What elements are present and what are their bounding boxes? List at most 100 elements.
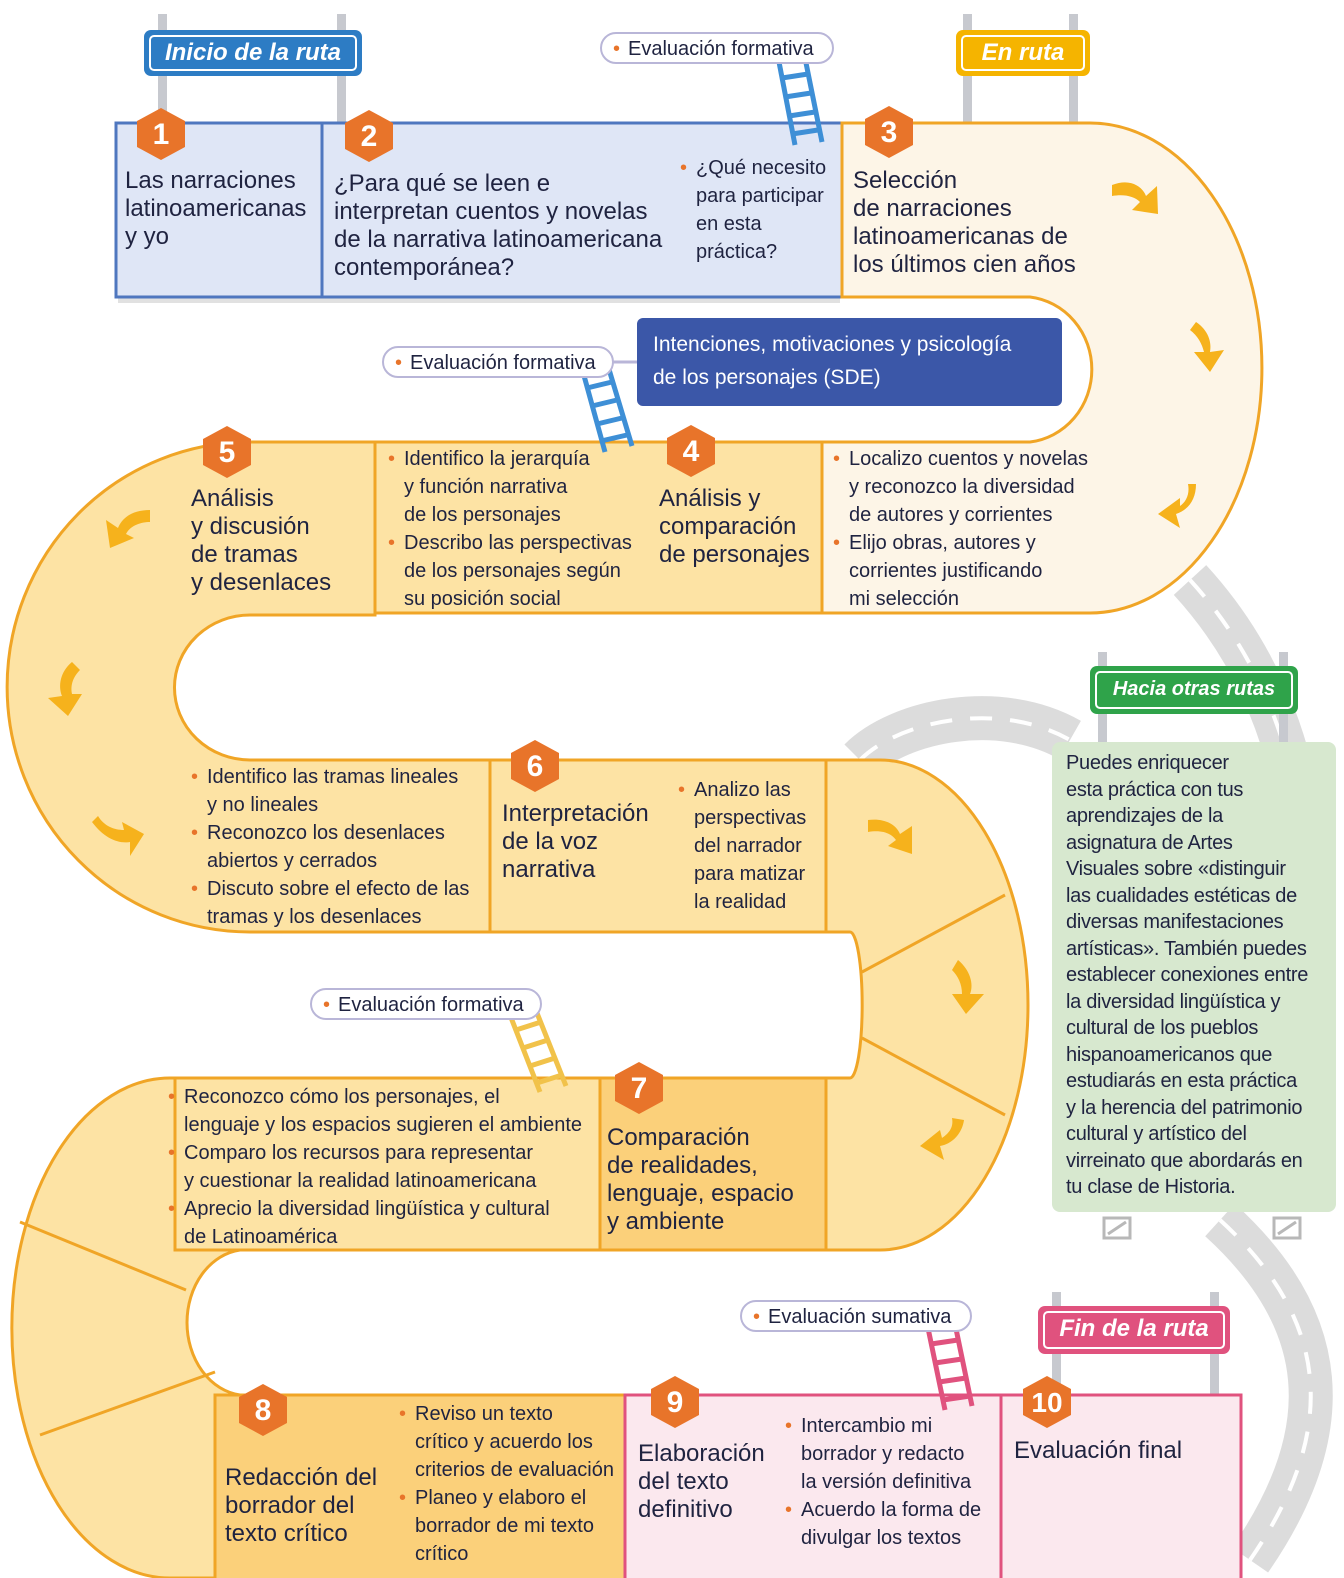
step-9-bullets: Intercambio mi borrador y redacto la ver… [783,1412,981,1552]
title-line: Las narraciones [125,167,296,194]
sign-label: Fin de la ruta [1043,1311,1225,1349]
ladder-pink [925,1323,975,1411]
title-line: Redacción del [225,1464,378,1491]
title-line: y ambiente [607,1208,725,1235]
step-2-question: ¿Qué necesito para participar en esta pr… [678,154,826,266]
step-5-bullets: Identifico las tramas lineales y no line… [189,763,469,931]
title-line: de la voz [502,828,599,855]
step-number: 7 [630,1072,648,1105]
bullet-line: en esta [696,213,762,235]
bullet-item: Planeo y elaboro el borrador de mi texto… [397,1484,614,1568]
text-line: virreinato que abordarás en [1066,1149,1303,1172]
bullet-line: Identifico las tramas lineales [207,766,459,788]
text-line: Puedes enriquecer [1066,752,1229,774]
bullet-line: corrientes justificando [849,560,1043,582]
bullet-line: Intercambio mi [801,1415,933,1437]
text-line: asignatura de Artes [1066,831,1233,854]
step-badge-4: 4 [664,423,718,479]
evaluacion-formativa-1: Evaluación formativa [600,32,834,64]
title-line: y discusión [191,513,310,540]
text-line: establecer conexiones entre [1066,964,1309,986]
bullet-line: de autores y corrientes [849,504,1053,526]
bullet-line: borrador y redacto [801,1443,965,1465]
title-line: de tramas [191,541,298,568]
bullet-line: Reconozco cómo los personajes, el [184,1086,500,1108]
step-number: 9 [666,1386,684,1419]
bullet-line: y no lineales [207,794,319,816]
ladder-yellow [507,1007,569,1093]
bullet-item: Identifico la jerarquía y función narrat… [386,445,632,529]
step-2-title: ¿Para qué se leen e interpretan cuentos … [334,170,662,282]
bullet-line: Analizo las [694,779,791,801]
text-line: la diversidad lingüística y [1066,990,1281,1013]
sign-inicio-de-la-ruta: Inicio de la ruta [144,30,362,76]
bullet-line: la realidad [694,891,787,913]
bullet-line: y función narrativa [404,476,568,498]
step-9-title: Elaboración del texto definitivo [638,1440,765,1524]
title-line: lenguaje, espacio [607,1180,794,1207]
step-number: 8 [254,1394,272,1427]
bullet-item: Identifico las tramas lineales y no line… [189,763,469,819]
bullet-line: Identifico la jerarquía [404,448,590,470]
step-7-title: Comparación de realidades, lenguaje, esp… [607,1124,794,1236]
bullet-line: borrador de mi texto [415,1515,594,1537]
sign-label: Inicio de la ruta [149,35,357,71]
sde-box: Intenciones, motivaciones y psicología d… [637,318,1062,406]
text-line: esta práctica con tus [1066,778,1244,801]
text-line: cultural de los pueblos [1066,1017,1259,1039]
bullet-line: ¿Qué necesito [696,157,827,179]
step-3-title: Selección de narraciones latinoamericana… [853,167,1076,279]
step-badge-7: 7 [612,1060,666,1116]
title-line: contemporánea? [334,254,515,281]
bullet-item: Discuto sobre el efecto de las tramas y … [189,875,469,931]
bullet-item: Localizo cuentos y novelas y reconozco l… [831,445,1088,529]
bullet-line: su posición social [404,588,561,610]
text-line: las cualidades estéticas de [1066,884,1297,907]
bullet-line: Elijo obras, autores y [849,532,1036,554]
step-4-title: Análisis y comparación de personajes [659,485,810,569]
title-line: y desenlaces [191,569,332,596]
sde-line-2: de los personajes (SDE) [653,366,881,389]
text-line: artísticas». También puedes [1066,937,1307,960]
title-line: de narraciones [853,195,1012,222]
title-line: Interpretación [502,800,649,827]
bullet-line: y cuestionar la realidad latinoamericana [184,1170,537,1192]
bullet-item: Reconozco cómo los personajes, el lengua… [166,1083,582,1139]
title-line: comparación [659,513,797,540]
bullet-item: Analizo las perspectivas del narrador pa… [676,776,806,916]
text-line: tu clase de Historia. [1066,1176,1236,1198]
bullet-line: Discuto sobre el efecto de las [207,878,470,900]
bullet-item: Reviso un texto crítico y acuerdo los cr… [397,1400,614,1484]
step-badge-8: 8 [236,1382,290,1438]
bullet-line: para matizar [694,863,806,885]
bullet-line: de los personajes [404,504,561,526]
bullet-line: Localizo cuentos y novelas [849,448,1089,470]
bullet-line: práctica? [696,241,778,263]
text-line: estudiarás en esta práctica [1066,1070,1297,1092]
ladder-blue-1 [776,57,825,146]
bullet-line: y reconozco la diversidad [849,476,1075,498]
text-line: cultural y artístico del [1066,1123,1247,1145]
sde-line-1: Intenciones, motivaciones y psicología [653,333,1012,356]
title-line: borrador del [225,1492,355,1519]
bullet-line: de los personajes según [404,560,621,582]
step-5-title: Análisis y discusión de tramas y desenla… [191,485,331,597]
evaluacion-formativa-2: Evaluación formativa [382,346,614,378]
step-badge-6: 6 [508,738,562,794]
bullet-line: Aprecio la diversidad lingüística y cult… [184,1198,550,1220]
bullet-line: del narrador [694,835,802,857]
step-6-bullets: Analizo las perspectivas del narrador pa… [676,776,806,916]
title-line: narrativa [502,856,596,883]
step-6-title: Interpretación de la voz narrativa [502,800,649,884]
bullet-line: para participar [696,185,824,207]
title-line: Análisis y [659,485,761,512]
bullet-item: Acuerdo la forma de divulgar los textos [783,1496,981,1552]
bullet-item: Reconozco los desenlaces abiertos y cerr… [189,819,469,875]
sign-label: Hacia otras rutas [1095,671,1293,709]
text-line: aprendizajes de la [1066,805,1223,827]
sign-hacia-otras-rutas: Hacia otras rutas [1090,666,1298,714]
bullet-line: Planeo y elaboro el [415,1487,587,1509]
title-line: del texto [638,1468,729,1495]
title-line: definitivo [638,1496,733,1523]
